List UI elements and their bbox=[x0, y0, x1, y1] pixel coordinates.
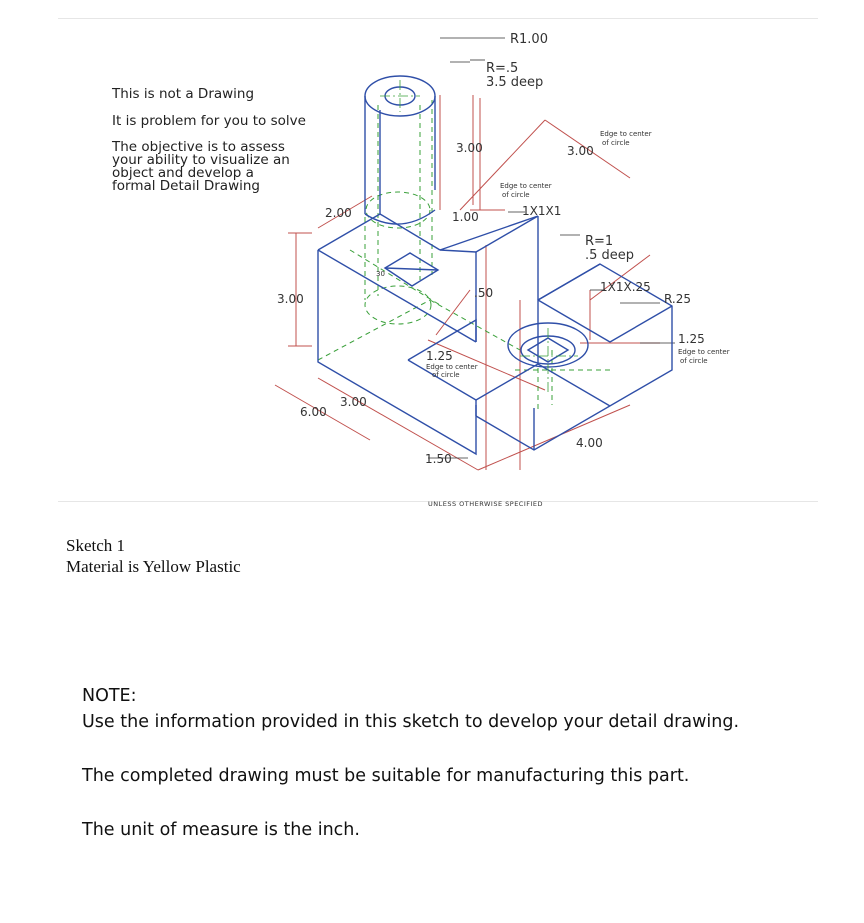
dim-125-mid: 1.25 bbox=[426, 349, 453, 363]
dim-edge-center-3: Edge to center bbox=[678, 348, 730, 356]
dim-200: 2.00 bbox=[325, 206, 352, 220]
dim-deep35: 3.5 deep bbox=[486, 75, 543, 90]
dim-angle-30: 30 bbox=[376, 270, 385, 278]
intro-line-2: It is problem for you to solve bbox=[112, 113, 306, 129]
sketch-label: Sketch 1 bbox=[66, 536, 126, 555]
dim-r100: R1.00 bbox=[510, 32, 548, 47]
dim-edge-center-4: Edge to center bbox=[426, 363, 478, 371]
intro-line-1: This is not a Drawing bbox=[112, 86, 255, 102]
dim-r1: R=1 bbox=[585, 234, 613, 249]
drawing-sheet bbox=[58, 18, 818, 502]
dim-150: 1.50 bbox=[425, 452, 452, 466]
leader-lines bbox=[428, 37, 675, 459]
dim-of-circle-3: of circle bbox=[680, 357, 708, 365]
dim-300-top: 3.00 bbox=[456, 141, 483, 155]
dim-edge-center-1: Edge to center bbox=[600, 130, 652, 138]
dim-deep05: .5 deep bbox=[585, 248, 634, 263]
dim-100: 1.00 bbox=[452, 210, 479, 224]
center-lines bbox=[380, 80, 578, 392]
dim-300-bottom: 3.00 bbox=[340, 395, 367, 409]
dim-600: 6.00 bbox=[300, 405, 327, 419]
footer-unless-specified: UNLESS OTHERWISE SPECIFIED bbox=[428, 500, 543, 508]
dim-125-right: 1.25 bbox=[678, 332, 705, 346]
objective-line-4: formal Detail Drawing bbox=[112, 178, 260, 194]
objective-line-3: object and develop a bbox=[112, 165, 254, 181]
isometric-sketch: R1.00 R=.5 3.5 deep 3.00 Edge to center … bbox=[274, 32, 730, 508]
dim-1x1x1: 1X1X1 bbox=[522, 204, 561, 218]
dim-edge-center-2: Edge to center bbox=[500, 182, 552, 190]
dim-of-circle-2: of circle bbox=[502, 191, 530, 199]
note-line-1: Use the information provided in this ske… bbox=[82, 712, 740, 732]
objective-line-1: The objective is to assess bbox=[112, 139, 285, 155]
dim-300-left: 3.00 bbox=[277, 292, 304, 306]
object-lines bbox=[317, 75, 673, 456]
dim-r05: R=.5 bbox=[486, 61, 518, 76]
dim-1x1x025: 1X1X.25 bbox=[600, 280, 651, 294]
note-line-3: The unit of measure is the inch. bbox=[82, 820, 360, 840]
dim-050: .50 bbox=[474, 286, 493, 300]
note-heading: NOTE: bbox=[82, 686, 137, 706]
dim-400: 4.00 bbox=[576, 436, 603, 450]
dim-r025: R.25 bbox=[664, 292, 691, 306]
objective-line-2: your ability to visualize an bbox=[112, 152, 290, 168]
dim-of-circle-4: of circle bbox=[432, 371, 460, 379]
dim-of-circle-1: of circle bbox=[602, 139, 630, 147]
dim-300-right: 3.00 bbox=[567, 144, 594, 158]
note-line-2: The completed drawing must be suitable f… bbox=[82, 766, 690, 786]
material-label: Material is Yellow Plastic bbox=[66, 557, 241, 576]
